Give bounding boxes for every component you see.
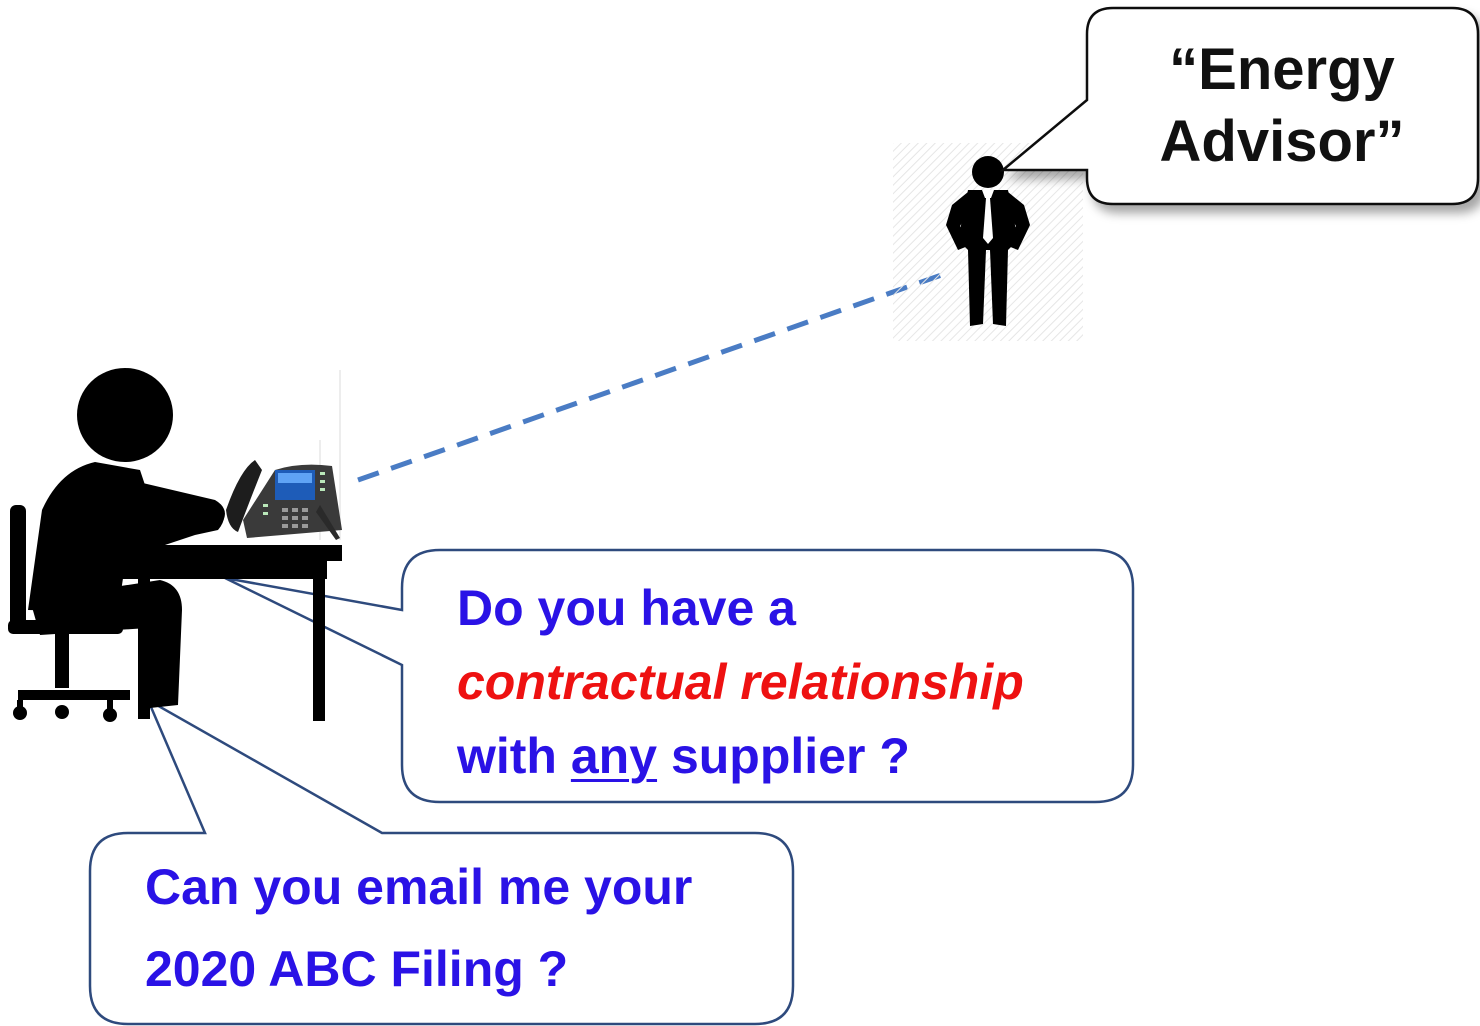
office-worker-icon	[8, 368, 342, 722]
desk-phone-icon	[226, 460, 342, 540]
question-line1: Do you have a	[457, 580, 796, 636]
question-speech-bubble	[224, 548, 1135, 804]
question-line2: contractual relationship	[457, 645, 1024, 719]
advisor-label-line2: Advisor”	[1159, 109, 1405, 174]
question-line3: with any supplier ?	[457, 719, 910, 793]
phone-call-dashed-line	[357, 269, 951, 483]
advisor-speech-bubble	[999, 6, 1480, 206]
question-underlined-word: any	[570, 728, 658, 784]
request-line2: 2020 ABC Filing ?	[145, 941, 569, 997]
advisor-label-line1: “Energy	[1169, 37, 1395, 102]
request-line1: Can you email me your	[145, 859, 693, 915]
businessman-icon	[893, 143, 1083, 341]
question-emphasis: contractual relationship	[457, 654, 1024, 710]
question-line3-start: with	[457, 728, 571, 784]
request-speech-bubble	[88, 697, 795, 1026]
question-line3-end: supplier ?	[657, 728, 910, 784]
